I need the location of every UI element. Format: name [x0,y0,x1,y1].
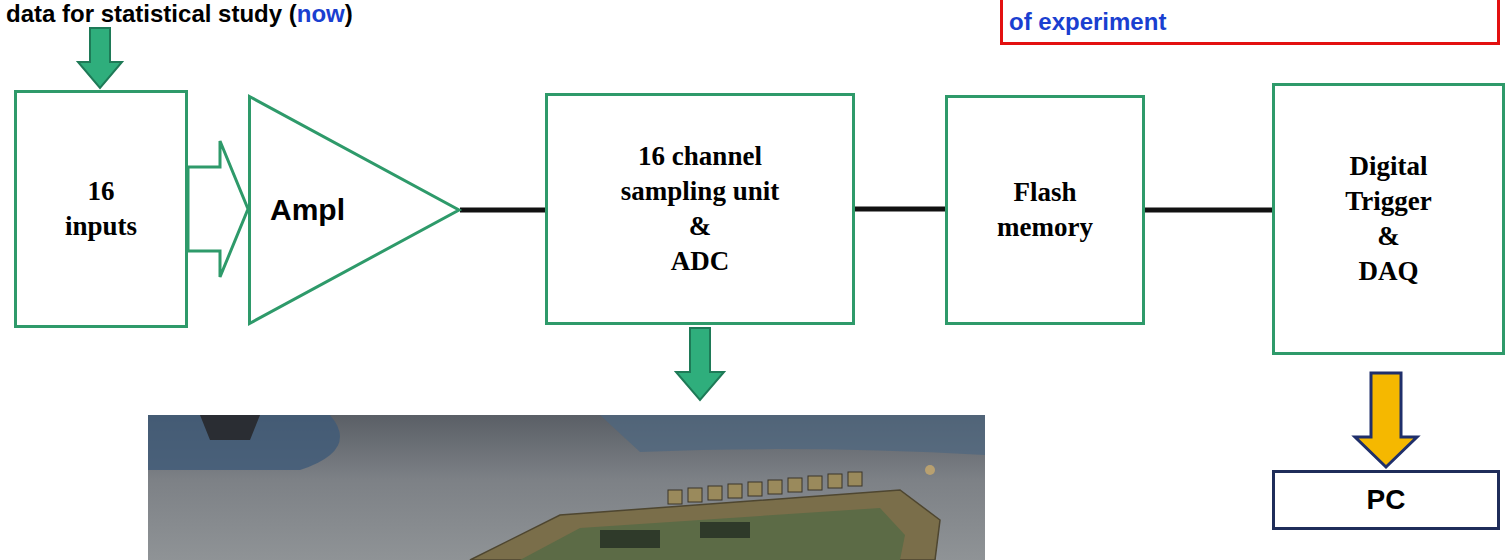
note-label: ) [345,0,353,27]
note-text: data for statistical study (now) [6,0,353,28]
photo-shade [600,415,985,455]
signal-line [1145,208,1272,213]
connector [808,476,822,490]
note-label: data for statistical study ( [6,0,297,27]
connector [688,488,702,502]
node-text: 16 channel sampling unit [600,139,800,209]
chip [700,522,750,538]
node-text: Digital Trigger [1324,149,1454,219]
connector [828,474,842,488]
down-arrow [78,28,122,88]
block-arrow [188,141,248,277]
photo-ground [148,415,985,560]
connector [788,478,802,492]
circuit-board [520,508,905,560]
process-box: Digital Trigger&DAQ [1272,83,1505,355]
board-photo [148,415,985,560]
node-text: Ampl [270,193,345,227]
photo-shade [148,415,340,470]
connector [748,482,762,496]
connector-row [668,472,862,504]
node-text: PC [1367,484,1406,516]
circuit-board [470,490,940,560]
connector [668,490,682,504]
down-arrow [676,328,724,400]
output-box: PC [1272,470,1500,530]
node-text: Flash memory [980,175,1110,245]
signal-line [855,207,945,212]
amplifier-triangle-shape [250,97,460,324]
node-text: & [689,209,712,244]
note-box: of experiment [1000,0,1500,45]
node-text: & [1377,219,1400,254]
signal-line [460,208,545,213]
node-text: ADC [671,244,730,279]
process-box: 16 channel sampling unit&ADC [545,93,855,325]
connector [848,472,862,486]
block-arrow [1355,373,1417,467]
photo-object [200,415,260,440]
connector [728,484,742,498]
note-label: now [297,0,345,27]
amplifier-triangle: Ampl [248,95,460,325]
connector [768,480,782,494]
connector [708,486,722,500]
photo-object [925,465,935,475]
node-text: of experiment [1009,8,1166,36]
process-box: Flash memory [945,95,1145,325]
node-text: DAQ [1359,254,1419,289]
chip [600,530,660,548]
node-text: 16 inputs [54,174,149,244]
process-box: 16 inputs [14,90,188,328]
